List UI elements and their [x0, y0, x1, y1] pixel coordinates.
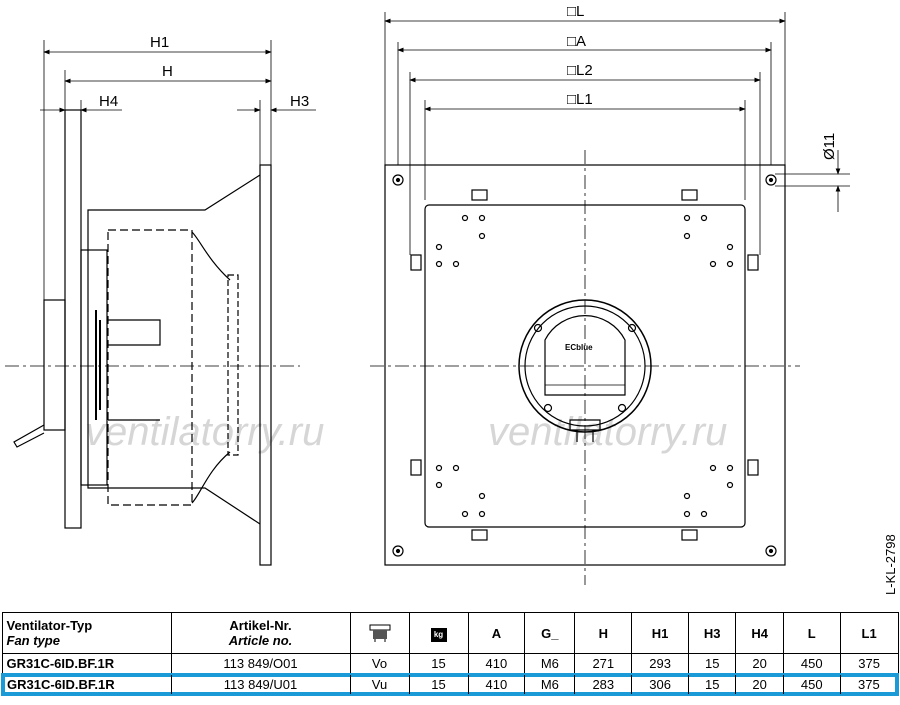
header-col-h3: H3: [688, 612, 737, 654]
cell-h: 283: [574, 673, 633, 696]
side-view: [5, 40, 316, 566]
cell-l1: 375: [839, 653, 899, 675]
cell-h1: 293: [631, 653, 690, 675]
watermark-right: ventilatorry.ru: [488, 410, 727, 454]
cell-g: M6: [524, 653, 576, 675]
cell-h: 271: [574, 653, 633, 675]
header-col-h: H: [574, 612, 633, 654]
cell-article: 113 849/O01: [170, 653, 351, 675]
dim-label-h4: H4: [99, 93, 118, 110]
header-weight: kg: [408, 612, 469, 654]
header-col-h1: H1: [631, 612, 690, 654]
cell-fan-type: GR31C-6ID.BF.1R: [1, 673, 172, 696]
cell-a: 410: [467, 673, 526, 696]
cell-mount: Vo: [349, 653, 410, 675]
table-header-row: Ventilator-Typ Fan type Artikel-Nr. Arti…: [1, 612, 899, 654]
technical-drawing: ventilatorry.ru ventilatorry.ru: [5, 3, 898, 595]
header-article: Artikel-Nr. Article no.: [170, 612, 351, 654]
weight-icon: kg: [430, 627, 447, 642]
header-article-de: Artikel-Nr.: [229, 618, 292, 633]
cell-kg: 15: [408, 653, 469, 675]
dim-label-h: H: [162, 63, 173, 80]
header-col-l: L: [782, 612, 841, 654]
header-col-h4: H4: [735, 612, 784, 654]
cell-article: 113 849/U01: [170, 673, 351, 696]
header-fan-type-de: Ventilator-Typ: [6, 618, 93, 633]
header-col-a: A: [467, 612, 526, 654]
table-row-highlighted: GR31C-6ID.BF.1R 113 849/U01 Vu 15 410 M6…: [1, 673, 899, 696]
cell-l: 450: [782, 653, 841, 675]
cell-fan-type: GR31C-6ID.BF.1R: [1, 653, 172, 675]
cell-kg: 15: [408, 673, 469, 696]
dim-label-h3: H3: [290, 93, 309, 110]
specification-table: Ventilator-Typ Fan type Artikel-Nr. Arti…: [1, 612, 899, 696]
front-view: [370, 12, 850, 585]
dim-label-diameter-11: Ø11: [821, 133, 838, 160]
dim-label-a: □A: [567, 33, 586, 50]
dim-label-h1: H1: [150, 34, 169, 51]
dim-label-l: □L: [567, 3, 584, 20]
watermark-left: ventilatorry.ru: [85, 410, 324, 454]
side-view-dimension-labels: H1 H H4 H3: [99, 34, 309, 110]
cell-h3: 15: [688, 673, 737, 696]
header-mounting: [349, 612, 410, 654]
header-fan-type: Ventilator-Typ Fan type: [1, 612, 172, 654]
front-view-dimension-labels: □L □A □L2 □L1 Ø11 ECblue: [565, 3, 838, 352]
cell-h4: 20: [735, 653, 784, 675]
cell-h3: 15: [688, 653, 737, 675]
cell-g: M6: [524, 673, 576, 696]
cell-l1: 375: [839, 673, 899, 696]
header-col-l1: L1: [839, 612, 899, 654]
header-fan-type-en: Fan type: [6, 633, 60, 648]
table-row: GR31C-6ID.BF.1R 113 849/O01 Vo 15 410 M6…: [1, 653, 899, 675]
drawing-code: L-KL-2798: [883, 534, 898, 595]
cell-l: 450: [782, 673, 841, 696]
motor-logo-text: ECblue: [565, 343, 593, 352]
mounting-position-icon: [369, 624, 390, 642]
cell-a: 410: [467, 653, 526, 675]
dim-label-l2: □L2: [567, 62, 593, 79]
header-col-g: G_: [524, 612, 576, 654]
header-article-en: Article no.: [228, 633, 293, 648]
cell-mount: Vu: [349, 673, 410, 696]
dim-label-l1: □L1: [567, 91, 593, 108]
cell-h1: 306: [631, 673, 690, 696]
cell-h4: 20: [735, 673, 784, 696]
